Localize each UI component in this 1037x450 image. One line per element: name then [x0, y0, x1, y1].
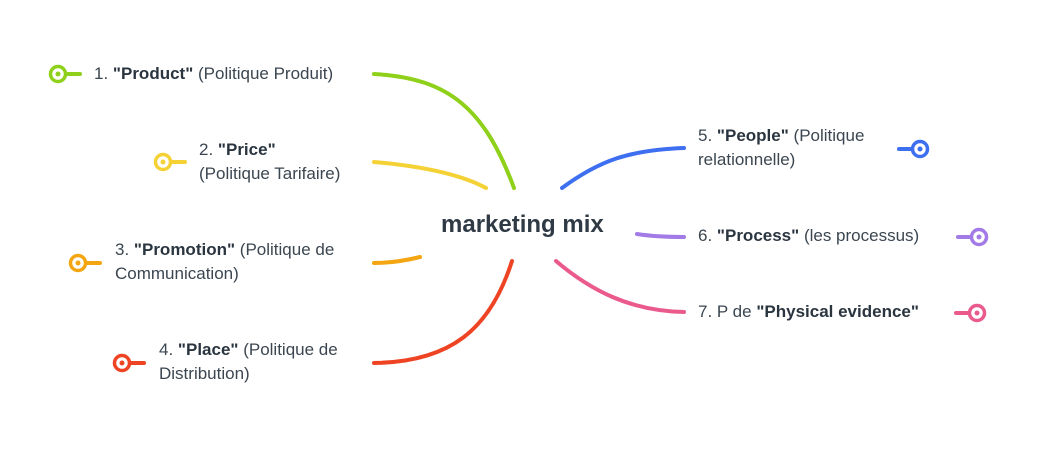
connector-process	[635, 232, 686, 239]
branch-number: 7.	[698, 302, 713, 321]
branch-product: 1. "Product" (Politique Produit)	[94, 62, 374, 86]
branch-description: (Politique Produit)	[198, 64, 334, 83]
branch-people: 5. "People" (Politique relationnelle)	[698, 124, 898, 172]
branch-keyword: "Process"	[716, 226, 800, 245]
branch-keyword: "Place"	[177, 340, 239, 359]
branch-keyword: "People"	[716, 126, 789, 145]
branch-number: 4.	[159, 340, 174, 359]
branch-description: (Politique relationnelle)	[698, 126, 865, 169]
branch-number: 3.	[115, 240, 130, 259]
central-topic: marketing mix	[441, 211, 604, 238]
branch-physical-evidence: 7. P de "Physical evidence"	[698, 300, 958, 324]
branch-keyword: "Price"	[217, 140, 276, 159]
connector-price	[372, 160, 488, 190]
node-marker-people-icon	[897, 139, 930, 159]
branch-number: 1.	[94, 64, 109, 83]
branch-description: (les processus)	[803, 226, 920, 245]
node-marker-process-icon	[956, 227, 989, 247]
connector-product	[372, 72, 516, 190]
branch-number: 5.	[698, 126, 713, 145]
connector-people	[560, 146, 686, 190]
branch-description: (Politique de Communication)	[115, 240, 335, 283]
branch-description: (Politique de Distribution)	[159, 340, 338, 383]
branch-number: 2.	[199, 140, 214, 159]
connector-place	[372, 259, 514, 365]
branch-keyword: "Physical evidence"	[756, 302, 919, 321]
branch-number: 6.	[698, 226, 713, 245]
node-marker-physical-evidence-icon	[954, 303, 987, 323]
branch-description: (Politique Tarifaire)	[199, 164, 341, 183]
branch-place: 4. "Place" (Politique de Distribution)	[159, 338, 389, 386]
node-marker-price-icon	[153, 152, 187, 172]
node-marker-product-icon	[48, 64, 82, 84]
branch-price: 2. "Price" (Politique Tarifaire)	[199, 138, 399, 186]
branch-keyword: "Promotion"	[133, 240, 236, 259]
branch-keyword: "Product"	[112, 64, 194, 83]
node-marker-promotion-icon	[68, 253, 102, 273]
connector-physical-evidence	[554, 259, 686, 314]
branch-promotion: 3. "Promotion" (Politique de Communicati…	[115, 238, 375, 286]
branch-prefix: P de	[716, 302, 752, 321]
node-marker-place-icon	[112, 353, 146, 373]
branch-process: 6. "Process" (les processus)	[698, 224, 958, 248]
connector-promotion	[372, 255, 422, 265]
